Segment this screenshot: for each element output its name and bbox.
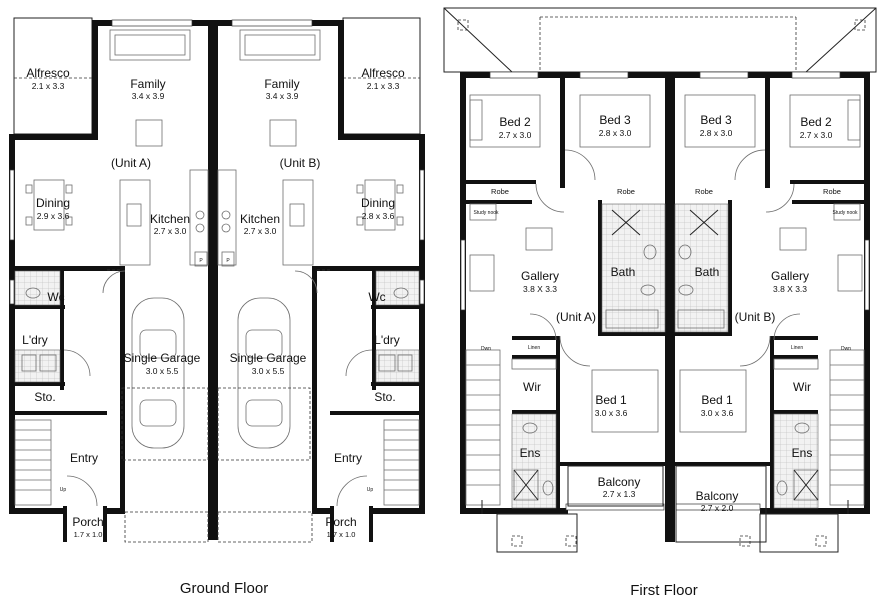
stair-dwn-a-label: Dwn [481,346,491,352]
bed1-b-dim: 3.0 x 3.6 [701,408,734,418]
garage-b-dim: 3.0 x 5.5 [252,366,285,376]
dining-b-label: Dining [361,196,395,210]
ground-windows [9,19,425,305]
porch-b-label: Porch [325,515,356,529]
kitchen-a-label: Kitchen [150,212,190,226]
family-b-dim: 3.4 x 3.9 [266,91,299,101]
alfresco-a-dim: 2.1 x 3.3 [32,81,65,91]
garage-a-label: Single Garage [124,351,201,365]
ground-floor-plan [9,17,425,543]
alfresco-b-label: Alfresco [361,66,405,80]
gallery-a-label: Gallery [521,269,559,283]
bed1-b-label: Bed 1 [701,393,733,407]
roof-outline [443,7,877,73]
stair-up-a-label: Up [60,487,67,493]
first-furniture [465,94,865,553]
robe-2-label: Robe [617,187,635,196]
bed2-b-dim: 2.7 x 3.0 [800,130,833,140]
entry-a-label: Entry [70,451,98,465]
ens-b-label: Ens [792,446,813,460]
family-b-label: Family [264,77,299,91]
robe-4-label: Robe [823,187,841,196]
laundry-a-label: L'dry [22,333,48,347]
porch-b-dim: 1.7 x 1.0 [327,530,356,539]
garage-a-dim: 3.0 x 5.5 [146,366,179,376]
bed3-a-label: Bed 3 [599,113,631,127]
bed2-b-label: Bed 2 [800,115,832,129]
balcony-a-dim: 2.7 x 1.3 [603,489,636,499]
ground-stair [14,419,420,506]
dining-a-label: Dining [36,196,70,210]
first-labels: Bed 2 2.7 x 3.0 Bed 2 2.7 x 3.0 Bed 3 2.… [473,113,858,599]
storage-a-label: Sto. [34,390,55,404]
bath-b-label: Bath [695,265,720,279]
kitchen-b-dim: 2.7 x 3.0 [244,226,277,236]
entry-b-label: Entry [334,451,362,465]
study-nook-a-label: Study nook [473,210,499,216]
bed1-a-dim: 3.0 x 3.6 [595,408,628,418]
unit-b-label: (Unit B) [280,156,321,170]
kitchen-b-label: Kitchen [240,212,280,226]
linen-b-label: Linen [791,345,803,351]
ground-labels: Alfresco 2.1 x 3.3 Alfresco 2.1 x 3.3 Fa… [22,66,405,597]
first-windows [460,71,870,511]
wc-b-label: Wc [368,290,385,304]
bed3-b-label: Bed 3 [700,113,732,127]
wc-a-label: Wc [47,290,64,304]
bath-a-label: Bath [611,265,636,279]
dining-a-dim: 2.9 x 3.6 [37,211,70,221]
gallery-b-dim: 3.8 X 3.3 [773,284,807,294]
ground-walls [9,20,425,542]
wir-b-label: Wir [793,380,811,394]
balcony-b-dim: 2.7 x 2.0 [701,503,734,513]
kitchen-a-dim: 2.7 x 3.0 [154,226,187,236]
balcony-b-label: Balcony [696,489,739,503]
storage-b-label: Sto. [374,390,395,404]
bed2-a-dim: 2.7 x 3.0 [499,130,532,140]
first-stair [465,349,865,506]
ground-furniture [14,29,420,543]
porch-a-dim: 1.7 x 1.0 [74,530,103,539]
gallery-a-dim: 3.8 X 3.3 [523,284,557,294]
bed3-a-dim: 2.8 x 3.0 [599,128,632,138]
family-a-label: Family [130,77,165,91]
linen-a-label: Linen [528,345,540,351]
unit-a-label: (Unit A) [111,156,151,170]
robe-1-label: Robe [491,187,509,196]
study-nook-b-label: Study nook [832,210,858,216]
pantry-b-label: P [226,258,230,264]
pantry-a-label: P [199,258,203,264]
porch-a-label: Porch [72,515,103,529]
ground-floor-caption: Ground Floor [180,580,268,597]
gallery-b-label: Gallery [771,269,809,283]
garage-b-label: Single Garage [230,351,307,365]
wir-a-label: Wir [523,380,541,394]
alfresco-b-dim: 2.1 x 3.3 [367,81,400,91]
ens-a-label: Ens [520,446,541,460]
stair-dwn-b-label: Dwn [841,346,851,352]
alfresco-a-label: Alfresco [26,66,70,80]
unit-a-first-label: (Unit A) [556,310,596,324]
balcony-a-label: Balcony [598,475,641,489]
laundry-b-label: L'dry [374,333,400,347]
bed1-a-label: Bed 1 [595,393,627,407]
first-floor-caption: First Floor [630,582,698,599]
bed2-a-label: Bed 2 [499,115,531,129]
family-a-dim: 3.4 x 3.9 [132,91,165,101]
unit-b-first-label: (Unit B) [735,310,776,324]
dining-b-dim: 2.8 x 3.6 [362,211,395,221]
bed3-b-dim: 2.8 x 3.0 [700,128,733,138]
robe-3-label: Robe [695,187,713,196]
stair-up-b-label: Up [367,487,374,493]
first-floor-plan [443,7,877,553]
